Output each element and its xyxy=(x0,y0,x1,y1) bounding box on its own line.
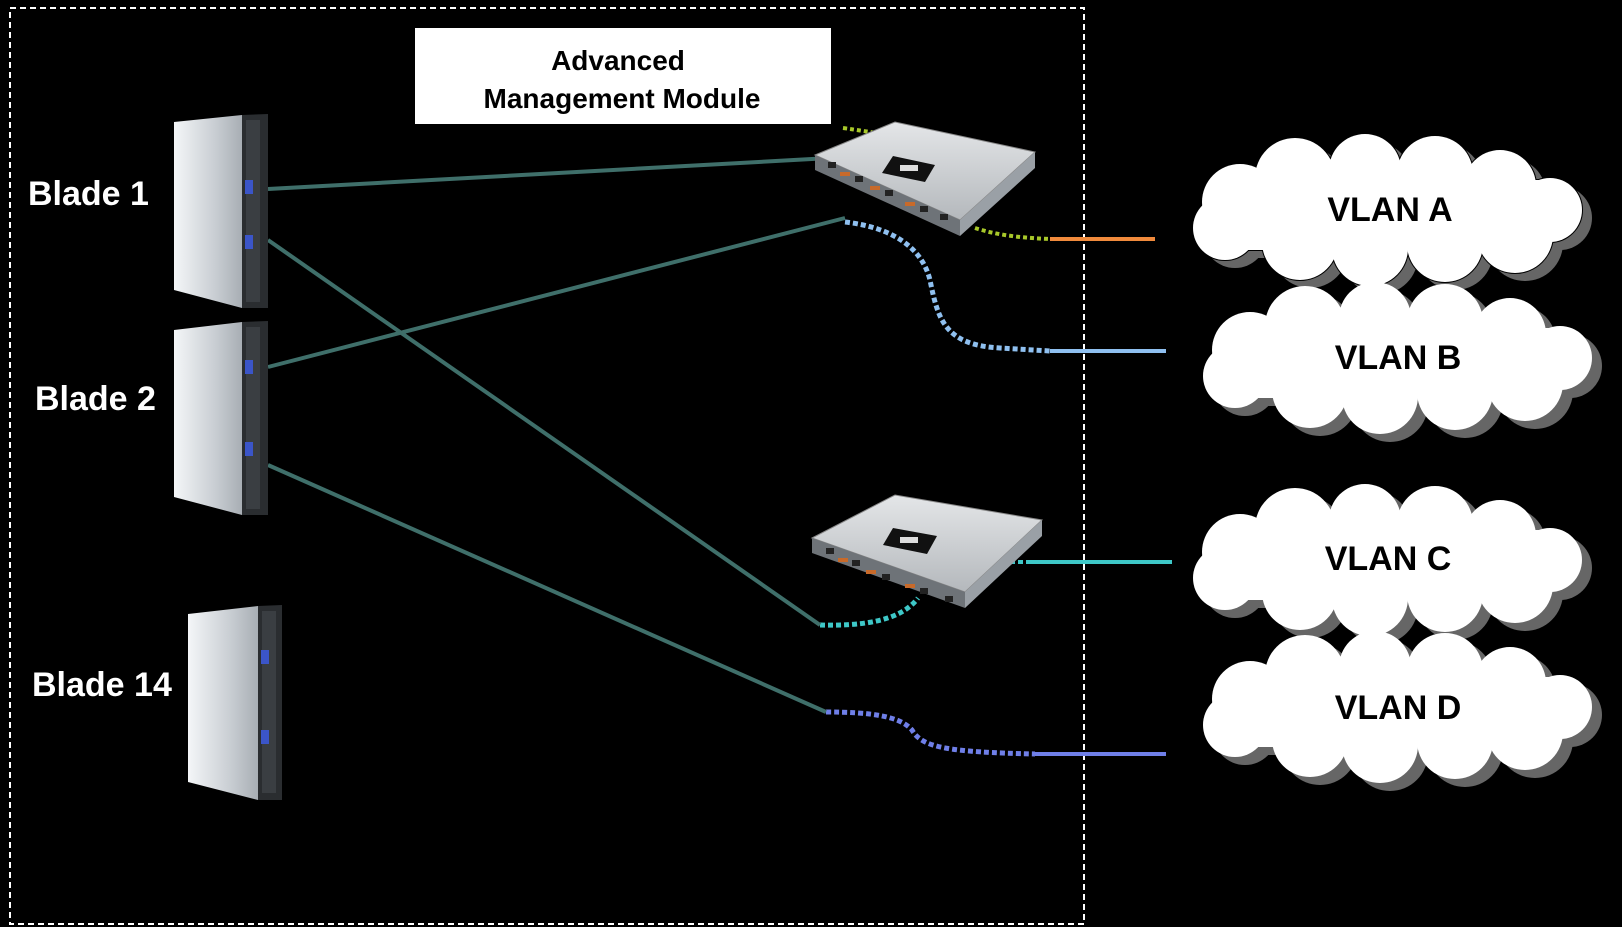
amm-label-line2: Management Module xyxy=(484,83,761,114)
blade-links xyxy=(266,156,846,714)
vlan-cloud-d: VLAN D xyxy=(1203,631,1602,791)
link-blade1-switch2 xyxy=(266,238,822,627)
blade2-to-vlan-d-path xyxy=(825,709,1036,757)
link-blade2-vlan-d xyxy=(267,463,827,714)
blade-server-14 xyxy=(188,605,282,800)
switch-module-2 xyxy=(810,494,1044,608)
vlan-b-label: VLAN B xyxy=(1335,339,1462,377)
blade-server-1 xyxy=(174,114,268,308)
vlan-cloud-c: VLAN C xyxy=(1193,484,1592,644)
blade-server-2 xyxy=(174,321,268,515)
blade-2-label: Blade 2 xyxy=(35,380,156,418)
vlan-c-label: VLAN C xyxy=(1325,540,1452,578)
amm-link-bottom xyxy=(974,226,1051,241)
amm-label-line1: Advanced xyxy=(551,45,685,76)
switch2-to-vlan-c-path xyxy=(819,596,920,628)
vlan-cloud-a: VLAN A xyxy=(1192,133,1592,294)
blade-1-label: Blade 1 xyxy=(28,175,149,213)
chassis-boundary xyxy=(9,7,1085,925)
vlan-cloud-b: VLAN B xyxy=(1203,282,1602,442)
vlan-d-label: VLAN D xyxy=(1335,689,1462,727)
blade-14-label: Blade 14 xyxy=(32,666,172,704)
switch-module-1 xyxy=(813,121,1037,236)
link-blade2-switch1 xyxy=(267,216,846,369)
link-blade1-switch1 xyxy=(267,156,831,191)
vlan-a-label: VLAN A xyxy=(1327,191,1452,229)
switch1-to-vlan-b-path xyxy=(844,219,1051,354)
amm-box: Advanced Management Module xyxy=(415,28,831,124)
